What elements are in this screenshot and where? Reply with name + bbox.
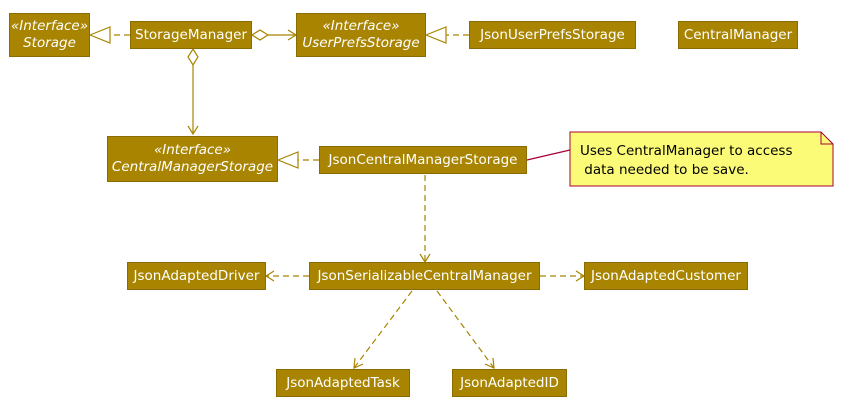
note-line-2: data needed to be save. — [580, 162, 749, 178]
aggregation-diamond-cms — [187, 47, 199, 67]
json-serializable-central-manager-class: JsonSerializableCentralManager — [309, 262, 540, 290]
json-adapted-driver-class: JsonAdaptedDriver — [127, 262, 266, 290]
json-adapted-customer-class: JsonAdaptedCustomer — [584, 262, 748, 290]
note-line-1: Uses CentralManager to access — [580, 143, 793, 159]
realization-arrow-userprefs — [424, 26, 447, 44]
realization-arrow-cms — [276, 151, 299, 169]
arrowhead-task — [353, 357, 364, 369]
json-adapted-task-name: JsonAdaptedTask — [286, 374, 400, 391]
json-central-manager-storage-class: JsonCentralManagerStorage — [319, 146, 527, 174]
json-serializable-central-manager-name: JsonSerializableCentralManager — [317, 267, 532, 284]
user-prefs-storage-name: UserPrefsStorage — [302, 35, 420, 51]
note-connector — [526, 149, 571, 161]
central-manager-class: CentralManager — [678, 21, 798, 49]
arrowhead-id — [484, 357, 495, 369]
json-adapted-customer-name: JsonAdaptedCustomer — [591, 267, 741, 284]
central-manager-storage-interface: «Interface» CentralManagerStorage — [107, 136, 278, 182]
storage-stereotype: «Interface» — [10, 18, 89, 34]
note-shape — [569, 131, 834, 187]
note-fold — [820, 132, 833, 145]
central-manager-name: CentralManager — [683, 26, 793, 43]
json-adapted-driver-name: JsonAdaptedDriver — [133, 267, 260, 284]
arrowhead-cms — [187, 125, 199, 136]
json-user-prefs-storage-class: JsonUserPrefsStorage — [469, 21, 636, 49]
json-adapted-id-name: JsonAdaptedID — [460, 374, 559, 391]
central-manager-storage-stereotype: «Interface» — [153, 142, 232, 158]
aggregation-diamond-userprefs — [250, 29, 270, 41]
storage-interface: «Interface» Storage — [9, 13, 90, 57]
user-prefs-storage-interface: «Interface» UserPrefsStorage — [296, 13, 426, 57]
json-adapted-id-class: JsonAdaptedID — [452, 369, 567, 397]
storage-manager-class: StorageManager — [130, 21, 252, 49]
edge-serializable-id — [436, 290, 495, 369]
arrowhead-driver — [264, 270, 275, 282]
user-prefs-storage-stereotype: «Interface» — [322, 18, 400, 34]
edge-serializable-task — [353, 290, 413, 369]
json-central-manager-storage-name: JsonCentralManagerStorage — [328, 151, 518, 168]
realization-arrow-storage — [88, 26, 111, 44]
central-manager-storage-name: CentralManagerStorage — [111, 159, 274, 175]
storage-name: Storage — [23, 35, 76, 51]
json-adapted-task-class: JsonAdaptedTask — [276, 369, 410, 397]
storage-manager-name: StorageManager — [135, 26, 247, 43]
json-user-prefs-storage-name: JsonUserPrefsStorage — [480, 26, 625, 43]
note-text: Uses CentralManager to access data neede… — [580, 142, 793, 180]
